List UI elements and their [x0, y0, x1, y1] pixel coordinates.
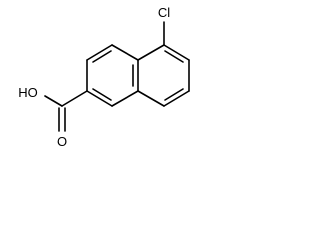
bond-ring-a-5: [111, 44, 139, 61]
double-bond-ring-a-1: [92, 50, 112, 63]
bond-ring-b-1: [137, 44, 165, 61]
double-bond-ring-a-2: [92, 88, 112, 101]
bond-ring-a-1: [86, 44, 113, 61]
bond-ring-to-carboxyl: [61, 90, 88, 107]
bond-ring-a-4: [111, 90, 139, 107]
chlorine-label: Cl: [158, 5, 170, 20]
hydroxyl-label: HO: [18, 85, 38, 100]
double-bond-ring-b-1: [164, 50, 184, 63]
bond-to-hydroxyl: [44, 95, 63, 107]
double-bond-ring-b-2: [164, 88, 184, 101]
structure-diagram: Cl O HO: [18, 5, 190, 149]
bond-ring-b-2: [163, 44, 190, 61]
bond-ring-b-4: [163, 90, 190, 107]
bond-ring-a-3: [86, 90, 113, 107]
bond-ring-b-5: [137, 90, 165, 107]
carbonyl-oxygen-label: O: [57, 134, 67, 149]
